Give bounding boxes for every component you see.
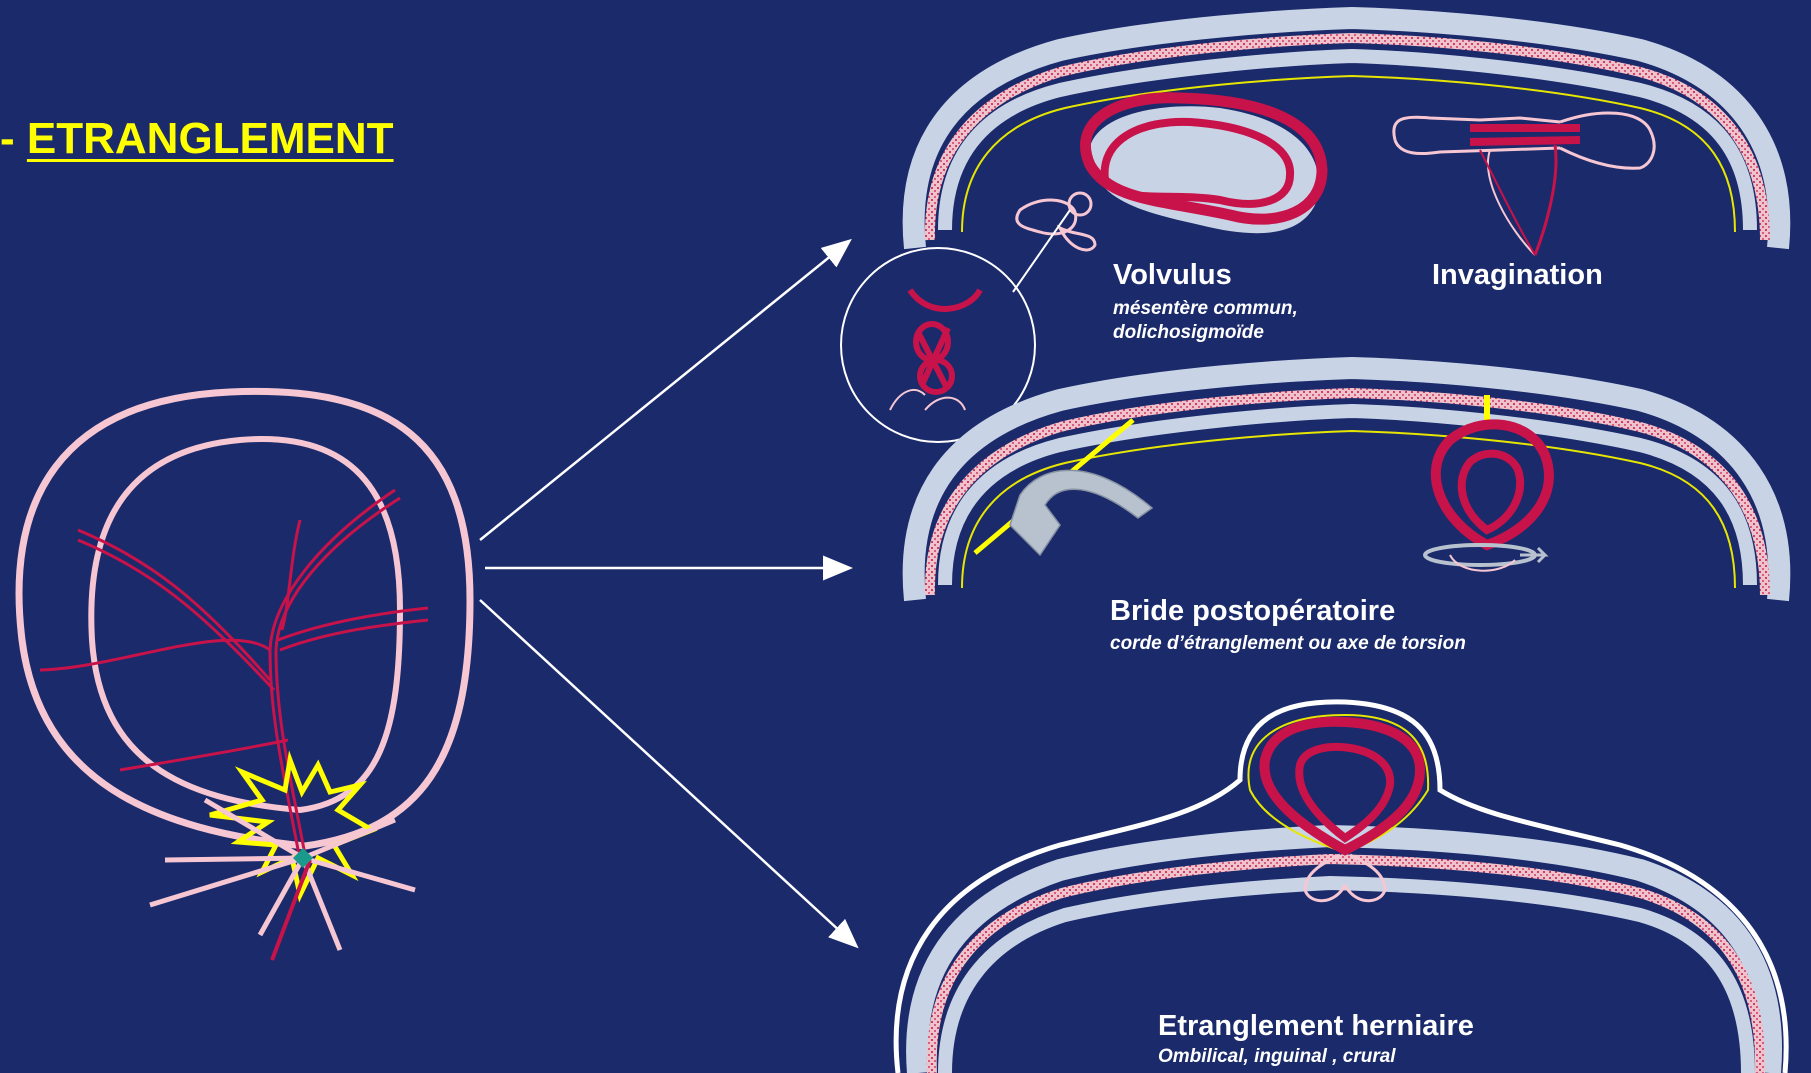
volvulus-title: Volvulus bbox=[1113, 259, 1232, 292]
hernie-subtitle: Ombilical, inguinal , crural bbox=[1158, 1045, 1396, 1069]
arrow-to-volvulus bbox=[480, 242, 848, 540]
bride-subtitle: corde d’étranglement ou axe de torsion bbox=[1110, 632, 1466, 656]
arrows bbox=[480, 242, 855, 945]
abdominal-wall-1 bbox=[914, 18, 1780, 248]
volvulus-loop bbox=[1017, 98, 1322, 250]
bride-panel bbox=[914, 368, 1780, 600]
volvulus-subtitle-line2: dolichosigmoïde bbox=[1113, 321, 1264, 345]
volvulus-subtitle-line1: mésentère commun, bbox=[1113, 297, 1298, 321]
hernie-title: Etranglement herniaire bbox=[1158, 1010, 1474, 1043]
torsion-arrow-grey bbox=[1010, 470, 1152, 555]
arrow-to-hernie bbox=[480, 600, 855, 945]
invagination-illustration bbox=[1394, 113, 1654, 255]
bride-title: Bride postopératoire bbox=[1110, 595, 1395, 628]
strangled-loop-illustration bbox=[19, 391, 470, 960]
loop-inner-outline bbox=[91, 439, 400, 810]
bride-loop bbox=[1436, 424, 1549, 545]
invagination-title: Invagination bbox=[1432, 259, 1603, 292]
